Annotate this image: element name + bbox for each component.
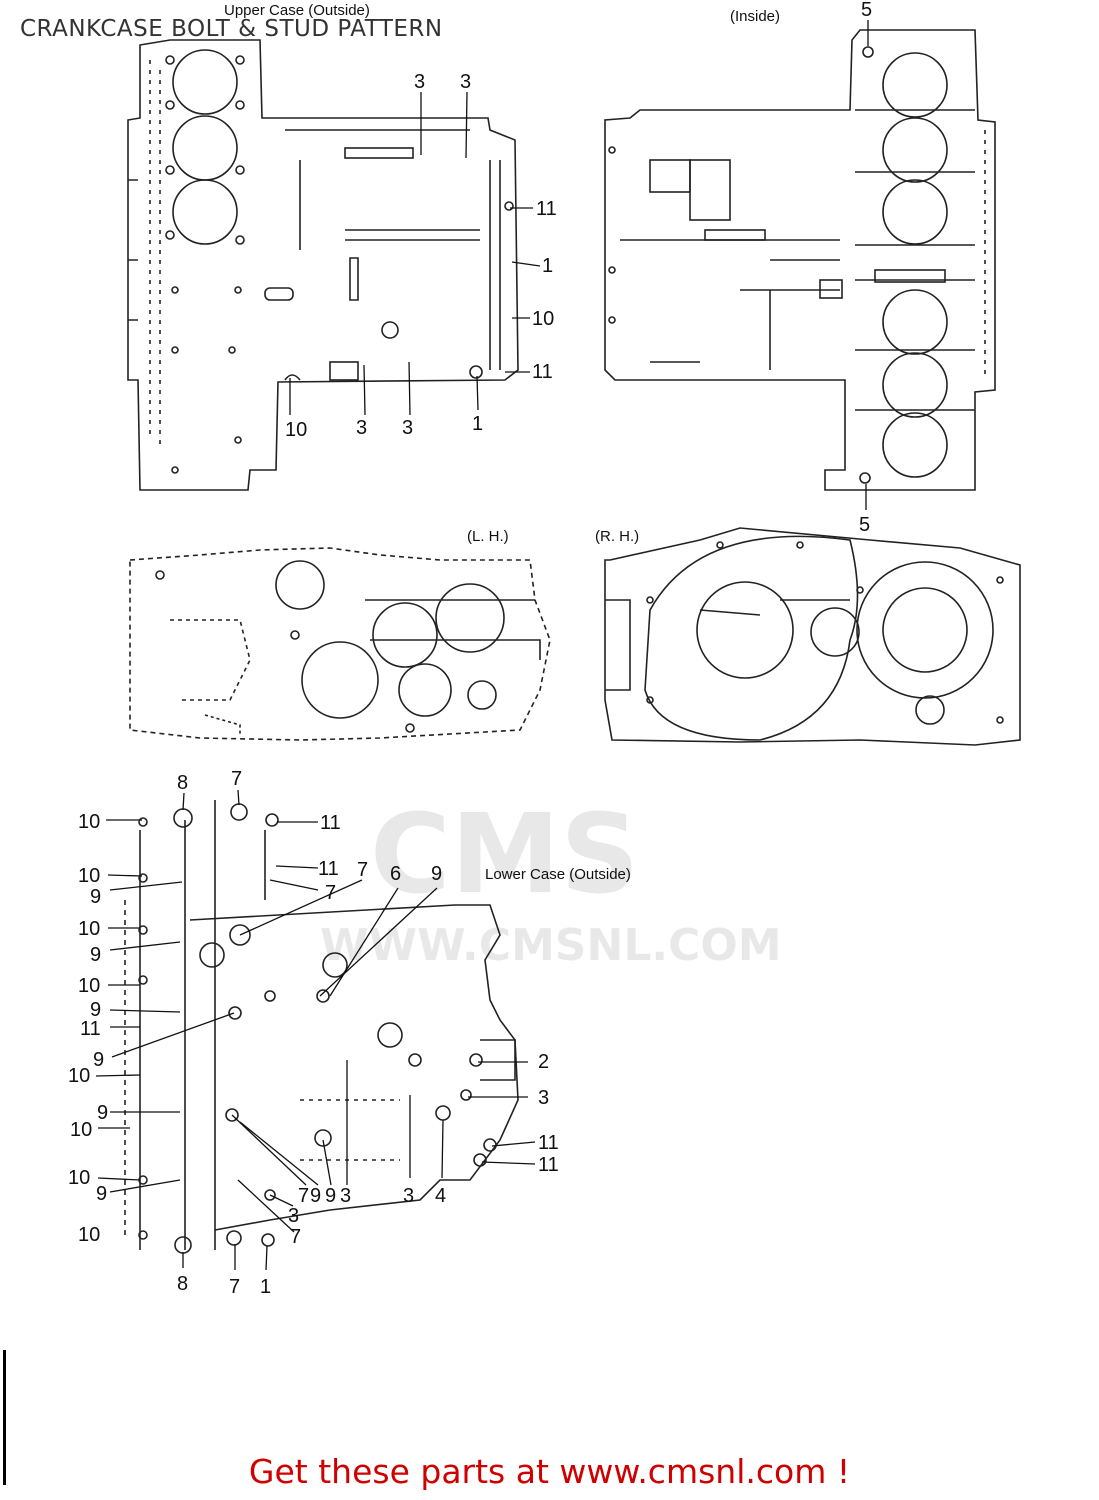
label-lh: (L. H.): [467, 528, 509, 545]
callout-upper-3d: 3: [402, 417, 413, 439]
callout-lower-10d: 10: [78, 975, 100, 997]
callout-lower-9h: 9: [310, 1185, 321, 1207]
callout-lower-10f: 10: [70, 1119, 92, 1141]
callout-lower-9b: 9: [90, 886, 101, 908]
callout-upper-3a: 3: [414, 71, 425, 93]
callout-lower-11c: 11: [80, 1018, 101, 1040]
callout-inside-5a: 5: [861, 0, 872, 21]
leader-lines: [95, 20, 869, 1271]
callout-lower-9g: 9: [96, 1183, 107, 1205]
callout-lower-11a: 11: [320, 812, 341, 834]
callout-lower-10c: 10: [78, 918, 100, 940]
callout-lower-9f: 9: [97, 1102, 108, 1124]
label-upper-case-inside: (Inside): [730, 8, 781, 25]
callout-upper-11a: 11: [536, 198, 557, 220]
upper-case-inside-drawing: [604, 29, 996, 491]
callout-lower-2: 2: [538, 1051, 549, 1073]
label-upper-case-outside: Upper Case (Outside): [224, 2, 370, 19]
lh-side-drawing: [129, 547, 551, 741]
callout-lower-9e: 9: [93, 1049, 104, 1071]
callout-lower-10a: 10: [78, 811, 100, 833]
callout-numbers: 3 3 11 1 10 11 10 3 3 1 5 5 8 7 10 11 10…: [68, 0, 872, 1298]
crankcase-diagram: 3 3 11 1 10 11 10 3 3 1 5 5 8 7 10 11 10…: [68, 0, 1021, 1298]
callout-lower-6: 6: [390, 863, 401, 885]
callout-lower-3a: 3: [538, 1087, 549, 1109]
callout-lower-4: 4: [435, 1185, 446, 1207]
callout-lower-10e: 10: [68, 1065, 90, 1087]
callout-lower-7b: 7: [357, 859, 368, 881]
callout-lower-7a: 7: [231, 768, 242, 790]
callout-lower-11d: 11: [538, 1132, 559, 1154]
callout-lower-3d: 3: [288, 1205, 299, 1227]
callout-upper-1a: 1: [542, 255, 553, 277]
watermark-url: WWW.CMSNL.COM: [320, 920, 782, 971]
callout-upper-3b: 3: [460, 71, 471, 93]
callout-lower-9a: 9: [431, 863, 442, 885]
callout-lower-10h: 10: [78, 1224, 100, 1246]
footer-link[interactable]: Get these parts at www.cmsnl.com !: [248, 1452, 851, 1491]
page-title: CRANKCASE BOLT & STUD PATTERN: [20, 16, 443, 42]
callout-lower-9c: 9: [90, 944, 101, 966]
lower-case-outside-drawing: [124, 800, 519, 1254]
rh-side-drawing: [604, 527, 1021, 746]
watermark-logo: CMS: [370, 790, 640, 918]
callout-lower-7f: 7: [229, 1276, 240, 1298]
callout-lower-8b: 8: [177, 1273, 188, 1295]
callout-lower-11e: 11: [538, 1154, 559, 1176]
margin-bar: [3, 1350, 6, 1485]
callout-lower-9i: 9: [325, 1185, 336, 1207]
callout-upper-1b: 1: [472, 413, 483, 435]
callout-inside-5b: 5: [859, 514, 870, 536]
callout-lower-7d: 7: [298, 1185, 309, 1207]
callout-lower-10g: 10: [68, 1167, 90, 1189]
callout-lower-10b: 10: [78, 865, 100, 887]
callout-lower-11b: 11: [318, 858, 339, 880]
callout-lower-8a: 8: [177, 772, 188, 794]
callout-lower-3c: 3: [403, 1185, 414, 1207]
upper-case-outside-drawing: [127, 39, 519, 491]
callout-lower-7e: 7: [290, 1226, 301, 1248]
callout-lower-9d: 9: [90, 999, 101, 1021]
callout-upper-10b: 10: [285, 419, 307, 441]
callout-lower-3b: 3: [340, 1185, 351, 1207]
callout-lower-7c: 7: [325, 882, 336, 904]
callout-upper-3c: 3: [356, 417, 367, 439]
callout-upper-10a: 10: [532, 308, 554, 330]
callout-upper-11b: 11: [532, 361, 553, 383]
label-lower-case-outside: Lower Case (Outside): [485, 866, 631, 883]
callout-lower-1: 1: [260, 1276, 271, 1298]
label-rh: (R. H.): [595, 528, 640, 545]
